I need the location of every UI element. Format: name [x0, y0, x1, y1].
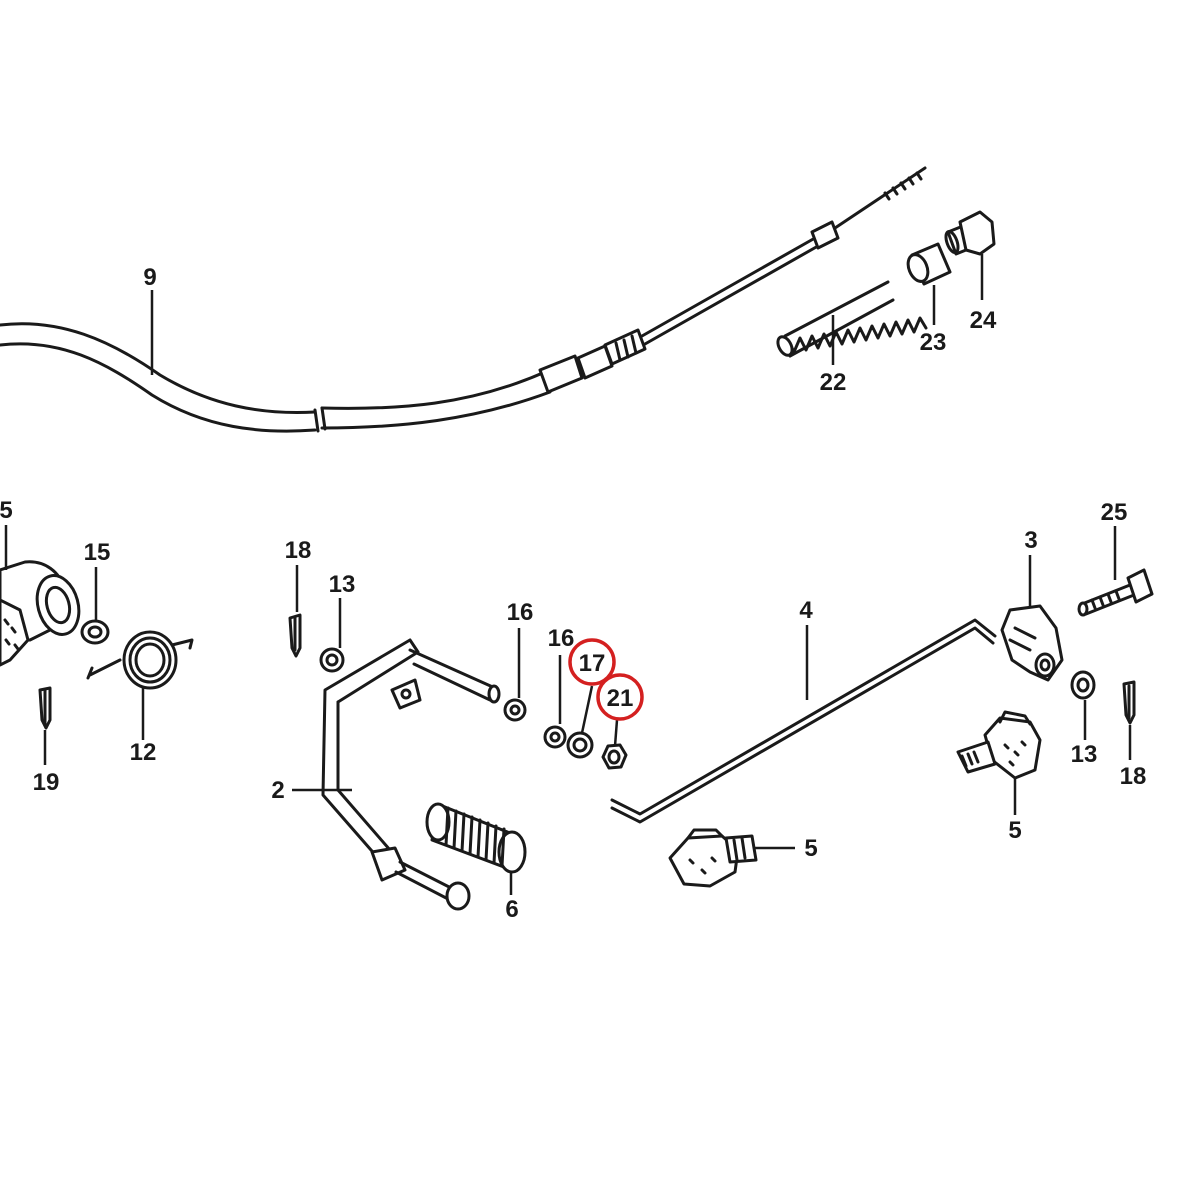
label-part-16-b: 16: [548, 625, 575, 652]
brake-pedal-2: [321, 638, 501, 911]
label-part-16-a: 16: [507, 599, 534, 626]
pivot-part-left: [0, 560, 81, 667]
washer-13-left: [319, 647, 345, 673]
label-part-19: 19: [33, 769, 60, 796]
washer-16-a: [503, 698, 527, 722]
label-part-2: 2: [271, 777, 284, 804]
washer-17: [566, 731, 594, 759]
pedal-rubber-6: [425, 802, 527, 874]
label-part-5-mid: 5: [804, 835, 817, 862]
label-part-17: 17: [579, 650, 606, 677]
label-part-13-right: 13: [1071, 741, 1098, 768]
label-part-18-right: 18: [1120, 763, 1147, 790]
label-part-25: 25: [1101, 499, 1128, 526]
label-part-9: 9: [143, 264, 156, 291]
brake-rod-4: [610, 618, 997, 824]
pin-19: [38, 686, 52, 730]
label-part-3: 3: [1024, 527, 1037, 554]
pin-18-right: [1122, 680, 1136, 725]
torsion-spring-12: [86, 630, 194, 690]
highlight-circle-17: [568, 638, 616, 686]
label-part-6: 6: [505, 896, 518, 923]
label-part-5-right: 5: [1008, 817, 1021, 844]
label-part-12: 12: [130, 739, 157, 766]
label-part-15: 15: [84, 539, 111, 566]
label-part-24: 24: [970, 307, 997, 334]
washer-15: [80, 619, 110, 645]
label-part-5-left: 5: [0, 497, 13, 524]
brake-cable: [0, 166, 927, 433]
joint-3: [1000, 604, 1064, 682]
label-part-4: 4: [799, 597, 813, 624]
nut-21: [601, 743, 628, 770]
label-part-23: 23: [920, 329, 947, 356]
joint-5-mid: [668, 828, 758, 888]
nut-24: [944, 210, 996, 256]
joint-5-right: [956, 710, 1042, 780]
pin-18-left: [288, 613, 302, 658]
highlight-circle-21: [596, 673, 644, 721]
bolt-25: [1077, 568, 1154, 617]
washer-13-right: [1070, 670, 1096, 700]
label-part-18-left: 18: [285, 537, 312, 564]
washer-16-b: [543, 725, 567, 749]
spring-22: [776, 280, 928, 358]
label-part-22: 22: [820, 369, 847, 396]
label-part-13-left: 13: [329, 571, 356, 598]
label-part-21: 21: [607, 685, 634, 712]
collar-23: [906, 242, 952, 286]
